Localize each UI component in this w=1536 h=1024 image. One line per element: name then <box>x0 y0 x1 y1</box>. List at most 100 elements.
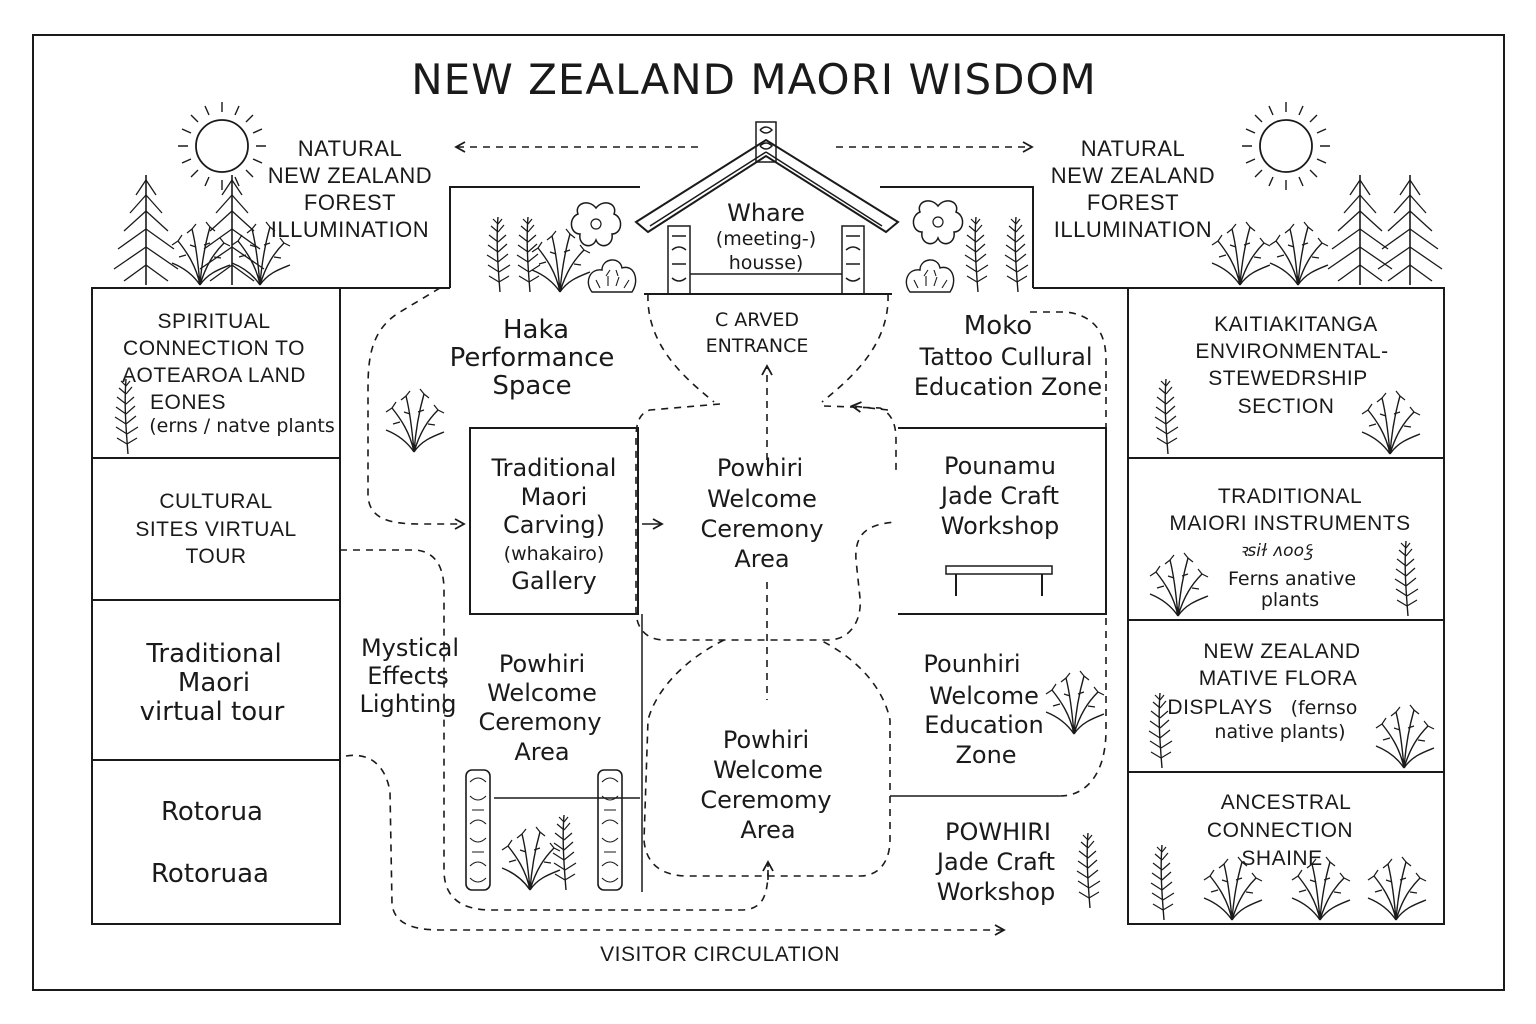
svg-text:Ceremony: Ceremony <box>478 708 601 736</box>
powhiri-top-label[interactable]: Powhiri Welcome Ceremony Area <box>700 454 823 573</box>
svg-text:NATURAL: NATURAL <box>298 136 403 161</box>
svg-text:Traditional: Traditional <box>145 639 281 669</box>
plants-top-left-icon <box>486 202 637 293</box>
trees-right-icon <box>1211 174 1443 286</box>
powhiri-left-label[interactable]: Powhiri Welcome Ceremony Area <box>478 650 601 766</box>
circulation-path-right <box>1030 311 1107 797</box>
right-column <box>1127 287 1445 925</box>
svg-text:SHAINE: SHAINE <box>1241 847 1322 870</box>
pounhiri-education-label[interactable]: Pounhiri Welcome Education Zone <box>923 650 1043 769</box>
left-column <box>91 287 341 925</box>
powhiri-jade-label[interactable]: POWHIRI Jade Craft Workshop <box>935 818 1055 906</box>
svg-text:Pounamu: Pounamu <box>944 452 1056 480</box>
powhiri-bottom-label[interactable]: Powhiri Welcome Ceremomy Area <box>700 726 831 844</box>
sun-left-icon <box>177 101 267 191</box>
shrub-haka-icon <box>385 388 445 453</box>
native-flora-box: NEW ZEALAND MATIVE FLORA DISPLAYS (ferns… <box>1167 640 1360 743</box>
svg-text:STEWEDRSHIP: STEWEDRSHIP <box>1208 367 1368 390</box>
powhiri-bottom-zone <box>643 639 891 877</box>
carved-entrance-label: C ARVED ENTRANCE <box>706 309 809 357</box>
svg-text:Education: Education <box>924 711 1043 739</box>
svg-text:ENTRANCE: ENTRANCE <box>706 335 809 357</box>
svg-text:native plants): native plants) <box>1214 721 1345 743</box>
svg-text:ꝛsiɫ ʌooꝣ: ꝛsiɫ ʌooꝣ <box>1239 541 1314 561</box>
bench-icon <box>945 565 1053 596</box>
shrub-center-icon <box>501 826 561 891</box>
svg-text:Workshop: Workshop <box>937 878 1055 906</box>
svg-text:ILLUMINATION: ILLUMINATION <box>271 217 429 242</box>
svg-text:Maori: Maori <box>521 483 588 511</box>
svg-text:Traditional: Traditional <box>491 454 617 482</box>
spiritual-connection-box: SPIRITUAL CONNECTION TO AOTEAROA LAND EO… <box>122 310 335 437</box>
svg-text:Ceremony: Ceremony <box>700 515 823 543</box>
carved-post-1-icon <box>465 769 491 891</box>
whare-meeting-house-icon: Whare (meeting-) housse) <box>634 121 900 295</box>
svg-text:SITES VIRTUAL: SITES VIRTUAL <box>135 518 296 541</box>
carved-entrance-funnel <box>647 293 889 403</box>
circulation-path-left-top <box>367 287 466 530</box>
svg-text:C ARVED: C ARVED <box>715 309 799 331</box>
svg-text:Rotorua: Rotorua <box>161 797 263 827</box>
fern-left-icon <box>114 378 139 455</box>
svg-text:SECTION: SECTION <box>1238 395 1335 418</box>
page-title: NEW ZEALAND MAORI WISDOM <box>411 55 1097 104</box>
ancestral-shrine-box: ANCESTRAL CONNECTION SHAINE <box>1207 791 1353 870</box>
shrub-right-3-icon <box>1375 704 1435 769</box>
trees-left-icon <box>113 174 291 286</box>
fern-right-2-icon <box>1394 540 1419 617</box>
svg-text:Haka: Haka <box>503 315 569 345</box>
svg-text:ILLUMINATION: ILLUMINATION <box>1054 217 1212 242</box>
svg-text:Moko: Moko <box>964 311 1032 341</box>
svg-text:Space: Space <box>492 371 571 401</box>
svg-text:Zone: Zone <box>955 741 1016 769</box>
svg-text:Area: Area <box>740 816 795 844</box>
svg-text:Education Zone: Education Zone <box>914 373 1102 401</box>
kaitiakitanga-box: KAITIAKITANGA ENVIRONMENTAL- STEWEDRSHIP… <box>1195 313 1388 418</box>
whare-label: Whare <box>727 199 805 227</box>
instruments-box: TRADITIONAL MAIORI INSTRUMENTS ꝛsiɫ ʌooꝣ… <box>1169 485 1410 611</box>
svg-text:Performance: Performance <box>450 343 615 373</box>
svg-text:ENVIRONMENTAL-: ENVIRONMENTAL- <box>1195 340 1388 363</box>
svg-text:Rotoruaa: Rotoruaa <box>151 859 269 889</box>
svg-text:NATURAL: NATURAL <box>1081 136 1186 161</box>
svg-text:Ferns anative: Ferns anative <box>1228 568 1356 590</box>
svg-text:Jade Craft: Jade Craft <box>939 482 1059 510</box>
svg-text:Gallery: Gallery <box>511 567 596 595</box>
svg-text:EONES: EONES <box>150 391 226 414</box>
forest-label-left: NATURAL NEW ZEALAND FOREST ILLUMINATION <box>268 136 432 242</box>
outer-frame <box>32 34 1505 991</box>
svg-text:NEW ZEALAND: NEW ZEALAND <box>268 163 432 188</box>
traditional-virtual-tour-box[interactable]: Traditional Maori virtual tour <box>140 639 285 727</box>
svg-text:MATIVE FLORA: MATIVE FLORA <box>1199 667 1357 690</box>
svg-text:Maori: Maori <box>178 668 250 698</box>
svg-text:Welcome: Welcome <box>929 682 1039 710</box>
mystical-lighting-label: Mystical Effects Lighting <box>359 634 459 718</box>
svg-text:(meeting-): (meeting-) <box>716 228 816 250</box>
svg-text:plants: plants <box>1261 589 1319 611</box>
svg-text:DISPLAYS: DISPLAYS <box>1167 696 1272 719</box>
svg-text:Lighting: Lighting <box>359 690 456 718</box>
svg-text:Welcome: Welcome <box>487 679 597 707</box>
svg-text:FOREST: FOREST <box>304 190 396 215</box>
svg-text:Welcome: Welcome <box>713 756 823 784</box>
circulation-path-left-mid <box>340 549 769 911</box>
svg-text:Effects: Effects <box>367 662 449 690</box>
sun-right-icon <box>1241 101 1331 191</box>
cultural-sites-box[interactable]: CULTURAL SITES VIRTUAL TOUR <box>135 490 296 568</box>
svg-text:Area: Area <box>514 738 569 766</box>
svg-text:NEW ZEALAND: NEW ZEALAND <box>1203 640 1360 663</box>
svg-text:CONNECTION: CONNECTION <box>1207 819 1353 842</box>
svg-text:KAITIAKITANGA: KAITIAKITANGA <box>1214 313 1378 336</box>
pounamu-label[interactable]: Pounamu Jade Craft Workshop <box>939 452 1059 540</box>
carving-gallery-box <box>469 427 639 615</box>
shrub-pounhiri-icon <box>1045 670 1105 735</box>
forest-label-right: NATURAL NEW ZEALAND FOREST ILLUMINATION <box>1051 136 1215 242</box>
svg-text:Area: Area <box>734 545 789 573</box>
carved-post-2-icon <box>597 769 623 891</box>
plants-top-right-icon <box>905 200 1029 293</box>
svg-text:CONNECTION TO: CONNECTION TO <box>123 337 305 360</box>
svg-text:(fernso: (fernso <box>1291 697 1358 719</box>
carving-gallery-label[interactable]: Traditional Maori Carving) (whakairo) Ga… <box>491 454 617 595</box>
svg-text:Jade Craft: Jade Craft <box>935 848 1055 876</box>
